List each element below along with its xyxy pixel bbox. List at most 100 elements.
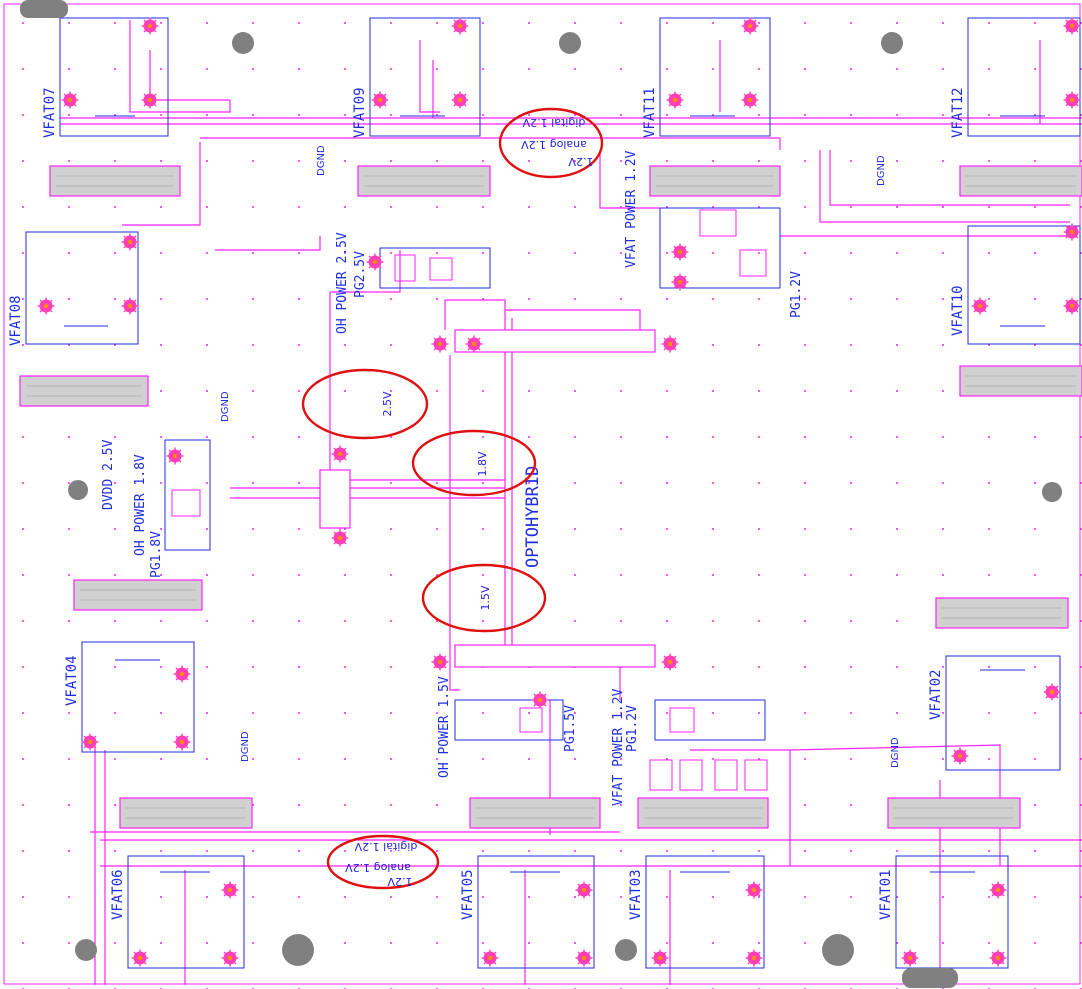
via-pad [173,733,191,751]
via-pad [37,297,55,315]
dgnd-label-1: DGND [316,145,327,176]
dgnd-label-4: DGND [240,731,251,762]
via-pad [989,949,1007,967]
vfat02-label: VFAT02 [928,669,944,720]
via-pad [221,949,239,967]
vfat01-label: VFAT01 [878,869,894,920]
vfat08-label: VFAT08 [8,295,24,346]
via-pad [741,17,759,35]
ground-label-group: DGND DGND DGND DGND DGND [220,145,901,768]
via-pad [661,335,679,353]
v18-note: 1.8V [476,451,489,476]
via-pad [431,653,449,671]
via-pad [989,881,1007,899]
pg-top-label: PG1.2V [789,271,804,318]
v15-note: 1.5V [479,585,492,610]
via-pad [431,335,449,353]
via-pad [1063,17,1081,35]
via-pad [651,949,669,967]
power-module-detail [171,209,768,791]
via-pad [221,881,239,899]
via-pad [465,335,483,353]
via-pad [173,665,191,683]
annotation-ellipses [301,107,604,890]
via-pad [366,253,384,271]
via-pad [61,91,79,109]
via-pad [575,881,593,899]
board-edge [3,3,1081,985]
v25-note: 2.5V [381,391,394,416]
via-pad [331,445,349,463]
via-pad [745,881,763,899]
vfat03-label: VFAT03 [628,869,644,920]
trace-layer [60,20,1082,985]
via-pad [131,949,149,967]
via-pad [971,297,989,315]
via-pad [741,91,759,109]
via-pad [1063,297,1081,315]
via-pad [671,243,689,261]
vfat-label-group: VFAT07 VFAT09 VFAT11 VFAT12 VFAT08 VFAT1… [8,87,966,920]
via-pad [745,949,763,967]
via-pad [1063,91,1081,109]
vfat-power-bottom-label: VFAT POWER 1.2V [611,688,626,806]
via-pad [1043,683,1061,701]
vfat-outlines [25,17,1081,969]
oh-power-15-label: OH POWER 1.5V [437,676,452,778]
bottom-rail-analog: analog 1.2V [345,861,411,874]
pg-18-label: PG1.8V [149,531,164,578]
vfat06-label: VFAT06 [110,869,126,920]
vfat09-label: VFAT09 [352,87,368,138]
via-pad [671,273,689,291]
via-pad [901,949,919,967]
dvdd-25-label: DVDD 2.5V [101,439,116,510]
top-rail-digital: digital 1.2V [522,116,585,129]
power-module-outlines [164,207,781,741]
via-pads [37,17,1081,967]
via-pad [166,447,184,465]
vfat-power-top-label: VFAT POWER 1.2V [624,150,639,268]
power-label-group: VFAT POWER 1.2V PG1.2V OH POWER 2.5V PG2… [101,150,804,806]
via-pad [141,17,159,35]
dgnd-label-3: DGND [220,391,231,422]
via-pad [121,233,139,251]
pg-bottom-label: PG1.2V [625,705,640,752]
via-pad [451,17,469,35]
via-pad [661,653,679,671]
pg-25-label: PG2.5V [353,251,368,298]
via-pad [81,733,99,751]
via-pad [481,949,499,967]
dgnd-label-2: DGND [876,155,887,186]
mounting-holes [20,0,1062,988]
oh-power-18-label: OH POWER 1.8V [133,454,148,556]
bottom-rail-digital: digital 1.2V [354,840,417,853]
vfat-markers [64,115,1045,873]
vfat04-label: VFAT04 [64,655,80,706]
via-pad [1063,223,1081,241]
bottom-rail-main: 1.2V [387,875,412,888]
pg-15-label: PG1.5V [563,705,578,752]
via-pad [141,91,159,109]
board-title: OPTOHYBRID [523,466,543,568]
via-pad [666,91,684,109]
via-pad [371,91,389,109]
vfat05-label: VFAT05 [460,869,476,920]
via-pad [451,91,469,109]
via-pad [531,691,549,709]
connector-hatch [26,175,1076,819]
top-rail-main: 1.2V [568,155,593,168]
vfat07-label: VFAT07 [42,87,58,138]
via-pad [331,529,349,547]
via-pad [575,949,593,967]
connectors [19,165,1082,829]
via-pad [121,297,139,315]
dgnd-label-5: DGND [890,737,901,768]
vfat11-label: VFAT11 [642,87,658,138]
vfat10-label: VFAT10 [950,285,966,336]
via-pad [951,747,969,765]
annotation-notes: digital 1.2V analog 1.2V 1.2V 2.5V 1.8V … [345,116,594,888]
oh-connector-strips [319,329,656,668]
vfat12-label: VFAT12 [950,87,966,138]
